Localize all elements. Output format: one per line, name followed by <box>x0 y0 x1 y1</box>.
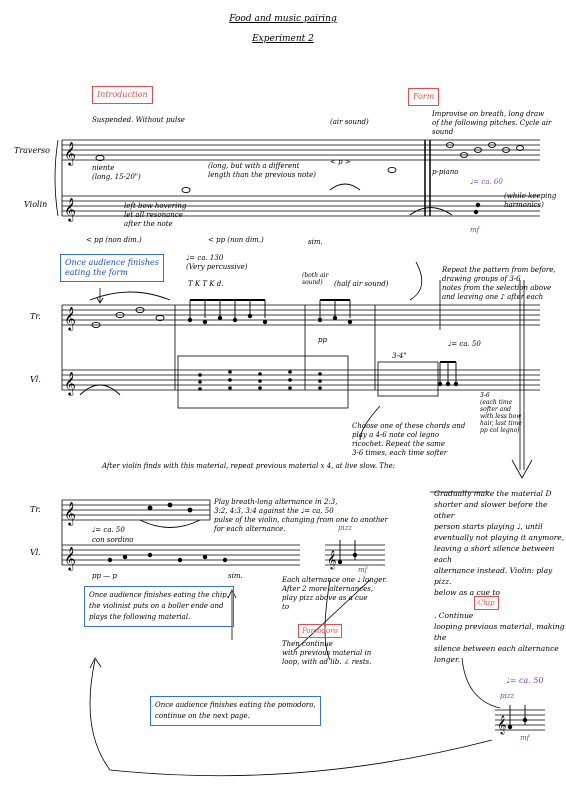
tktk-text: T K T K d. <box>188 280 224 288</box>
treble-clef-6: 𝄞 <box>64 546 76 571</box>
pizz-label-1: pizz <box>338 524 353 532</box>
improvise-text: Improvise on breath, long draw of the fo… <box>432 110 552 136</box>
dynamic-pp-1: < pp (non dim.) <box>86 236 142 244</box>
svg-text:𝄞: 𝄞 <box>497 715 506 735</box>
dynamic-pp-2: < pp (non dim.) <box>208 236 264 244</box>
mf-1: mf <box>470 226 480 234</box>
ppiano-text: p-piano <box>432 168 459 176</box>
tempo-50-a: ♩= ca. 50 <box>448 340 481 348</box>
pizz-label-2: pizz <box>500 692 515 700</box>
staff-traverso-1 <box>62 139 540 161</box>
audience-form-box: Once audience finishes eating the form <box>60 254 164 282</box>
each-alternance-text: Each alternance one ♩ longer. After 2 mo… <box>282 576 388 611</box>
while-keeping-text: (while keeping harmonics) <box>504 192 557 209</box>
tempo-60: ♩= ca. 60 <box>470 178 503 186</box>
staff-tr-2 <box>62 304 540 326</box>
niente-text: niente (long, 15-20") <box>92 164 141 181</box>
then-continue-text: Then continue with previous material in … <box>282 640 372 666</box>
staff-tr-3 <box>62 499 210 521</box>
after-violin-text: After violin finds with this material, r… <box>102 462 395 470</box>
instrument-violin: Violin <box>24 200 48 209</box>
mf-3: mf <box>520 734 530 742</box>
staff-vl-3 <box>62 544 300 566</box>
both-air-text: (both air sound) <box>302 272 329 286</box>
dynamic-pp-dim: pp — p <box>92 572 117 580</box>
con-sordino-text: con sordino <box>92 536 134 544</box>
treble-clef-3: 𝄞 <box>64 306 76 331</box>
instrument-tr-3: Tr. <box>30 505 41 514</box>
left-bow-text: left bow hovering let all resonance afte… <box>124 202 187 228</box>
svg-text:𝄞: 𝄞 <box>327 550 336 570</box>
play-breath-text: Play breath-long alternance in 2:3, 3:2,… <box>214 498 388 533</box>
half-sound-text: (half air sound) <box>334 280 389 288</box>
form-label: Form <box>408 88 440 106</box>
pomodoro-label: Pomodoro <box>298 624 342 638</box>
chip-label: Chip <box>474 596 499 610</box>
staff-vl-2 <box>62 369 540 391</box>
instrument-traverso: Traverso <box>14 146 50 155</box>
page-subtitle: Experiment 2 <box>252 34 314 44</box>
tempo-50-b: ♩= ca. 50 <box>92 526 125 534</box>
gradually-text: Gradually make the material D shorter an… <box>434 489 565 597</box>
treble-clef-1: 𝄞 <box>64 141 76 166</box>
repeat-pattern-text: Repeat the pattern from before, drawing … <box>442 266 556 301</box>
dynamic-p: < p > <box>330 158 351 166</box>
long-effort-text: (long, but with a different length than … <box>208 162 316 179</box>
ricochet-note: 3-6 (each time softer and with less bow … <box>480 392 522 434</box>
continue-loop-text: . Continue looping previous material, ma… <box>434 611 565 664</box>
instrument-vl-2: Vl. <box>30 375 41 384</box>
mf-2: mf <box>358 566 368 574</box>
instrument-tr-2: Tr. <box>30 312 41 321</box>
audience-chip-box: Once audience finishes eating the chip, … <box>84 586 234 627</box>
three-four-text: 3-4" <box>392 352 407 360</box>
choose-chord-text: Choose one of these chords and play a 4-… <box>352 422 466 457</box>
treble-clef-4: 𝄞 <box>64 371 76 396</box>
sim-text-2: sim. <box>228 572 243 580</box>
audience-pomodoro-box: Once audience finishes eating the pomodo… <box>150 696 321 726</box>
tempo-130: ♩= ca. 130 (Very percussive) <box>186 254 248 271</box>
page-title: Food and music pairing <box>229 14 337 24</box>
instrument-vl-3: Vl. <box>30 548 41 557</box>
suspended-text: Suspended. Without pulse <box>92 116 185 124</box>
pizz-staff-2 <box>495 709 545 731</box>
sim-text: sim. <box>308 238 323 246</box>
treble-clef-2: 𝄞 <box>64 197 76 222</box>
introduction-label: Introduction <box>92 86 153 104</box>
dynamic-pp-3: pp <box>318 336 327 344</box>
treble-clef-5: 𝄞 <box>64 501 76 526</box>
staff-violin-1 <box>62 195 540 217</box>
air-sound-text: (air sound) <box>330 118 369 126</box>
tempo-50-c: ♩= ca. 50 <box>506 676 544 685</box>
